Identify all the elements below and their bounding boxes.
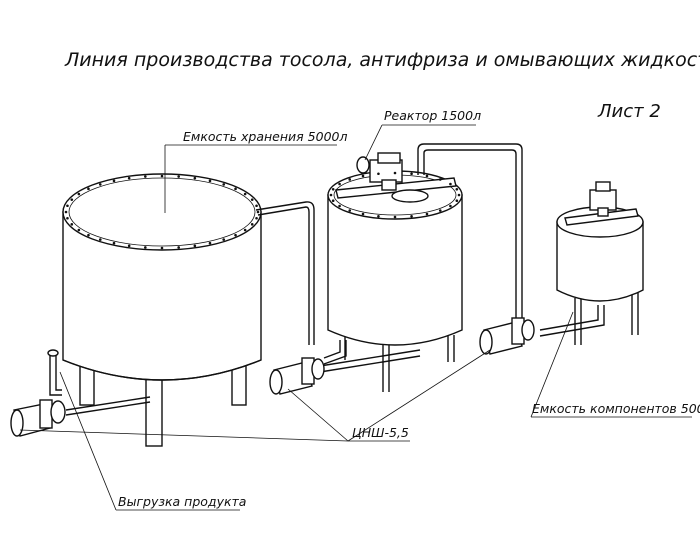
rim-bolt (329, 193, 333, 197)
rim-bolt (234, 233, 237, 237)
rim-bolt (425, 212, 429, 216)
components-tank-label: Емкость компонентов 500л (532, 401, 700, 416)
rim-bolt (361, 212, 365, 216)
reactor-tank (327, 152, 463, 392)
rim-bolt (243, 192, 247, 196)
rim-bolt (410, 172, 413, 176)
rim-bolt (193, 244, 197, 248)
rim-bolt (208, 179, 212, 183)
rim-bolt (222, 183, 226, 186)
rim-bolt (160, 246, 164, 250)
pump-reactor (269, 357, 325, 395)
rim-bolt (98, 238, 102, 241)
rim-bolt (377, 172, 380, 176)
rim-bolt (255, 204, 258, 208)
rim-bolt (77, 228, 81, 232)
pump-components (479, 317, 535, 355)
pump-label: ЦНШ-5,5 (352, 425, 409, 440)
rim-bolt (144, 246, 147, 249)
rim-bolt (455, 188, 459, 191)
rim-bolt (449, 182, 452, 186)
reactor-label: Реактор 1500л (384, 108, 481, 123)
rim-bolt (338, 182, 341, 186)
rim-bolt (338, 204, 341, 208)
rim-bolt (112, 241, 116, 245)
rim-bolt (438, 209, 442, 212)
rim-bolt (77, 192, 81, 196)
rim-bolt (177, 246, 180, 249)
rim-bolt (250, 198, 254, 201)
rim-bolt (234, 187, 237, 191)
leader-lines (19, 124, 692, 511)
rim-bolt (98, 183, 102, 186)
diagram-title: Линия производства тосола, антифриза и о… (64, 49, 700, 71)
rim-bolt (70, 223, 74, 226)
rim-bolt (455, 199, 459, 202)
storage-tank (62, 173, 262, 447)
rim-bolt (160, 174, 164, 178)
components-tank (556, 181, 644, 345)
rim-bolt (256, 210, 260, 214)
pump-storage (10, 399, 66, 437)
rim-bolt (361, 174, 365, 178)
rim-bolt (127, 244, 131, 248)
rim-bolt (331, 188, 335, 191)
rim-bolt (348, 178, 352, 181)
rim-bolt (66, 216, 69, 220)
rim-bolt (177, 175, 180, 178)
product-unload-label: Выгрузка продукта (118, 494, 246, 509)
sheet-label: Лист 2 (597, 101, 661, 122)
rim-bolt (66, 204, 69, 208)
rim-bolt (112, 179, 116, 183)
rim-bolt (393, 171, 397, 175)
rim-bolt (331, 199, 335, 202)
rim-bolt (255, 216, 258, 220)
storage-tank-label: Емкость хранения 5000л (183, 129, 347, 144)
rim-bolt (393, 215, 397, 219)
rim-bolt (208, 241, 212, 245)
rim-bolt (70, 198, 74, 201)
rim-bolt (425, 174, 429, 178)
rim-bolt (449, 204, 452, 208)
rim-bolt (377, 214, 380, 218)
rim-bolt (457, 193, 461, 197)
rim-bolt (87, 233, 90, 237)
rim-bolt (243, 228, 247, 232)
rim-bolt (87, 187, 90, 191)
rim-bolt (193, 176, 197, 180)
rim-bolt (222, 238, 226, 241)
rim-bolt (127, 176, 131, 180)
rim-bolt (144, 175, 147, 178)
rim-bolt (250, 223, 254, 226)
rim-bolt (438, 178, 442, 181)
rim-bolt (410, 214, 413, 218)
pipelines (47, 143, 605, 416)
rim-bolt (348, 209, 352, 212)
rim-bolt (64, 210, 68, 214)
